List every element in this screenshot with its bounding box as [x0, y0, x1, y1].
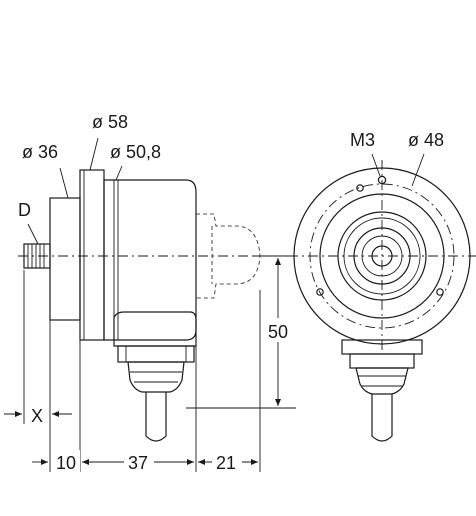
label-d36: ø 36 — [22, 142, 58, 162]
cable-gland-body — [127, 361, 185, 393]
side-view — [18, 169, 292, 442]
front-cable — [371, 394, 393, 442]
cable — [145, 392, 167, 442]
label-x: X — [31, 406, 43, 426]
cable-gland-block — [113, 311, 197, 347]
label-height-50: 50 — [268, 322, 288, 342]
mounting-hole — [436, 288, 444, 296]
mounting-hole — [316, 288, 324, 296]
label-d50-8: ø 50,8 — [110, 142, 161, 162]
label-width-10: 10 — [56, 453, 76, 473]
front-gland-body — [355, 367, 409, 395]
label-d58: ø 58 — [92, 112, 128, 132]
cable-gland-nut — [117, 345, 195, 363]
label-shaft-d: D — [18, 200, 31, 220]
label-d48: ø 48 — [408, 130, 444, 150]
front-gland-nut — [349, 353, 415, 369]
label-m3: M3 — [350, 130, 375, 150]
label-width-21: 21 — [216, 453, 236, 473]
mounting-hole — [356, 184, 364, 192]
spigot-flange — [49, 197, 81, 321]
label-width-37: 37 — [128, 453, 148, 473]
front-view — [288, 160, 476, 442]
